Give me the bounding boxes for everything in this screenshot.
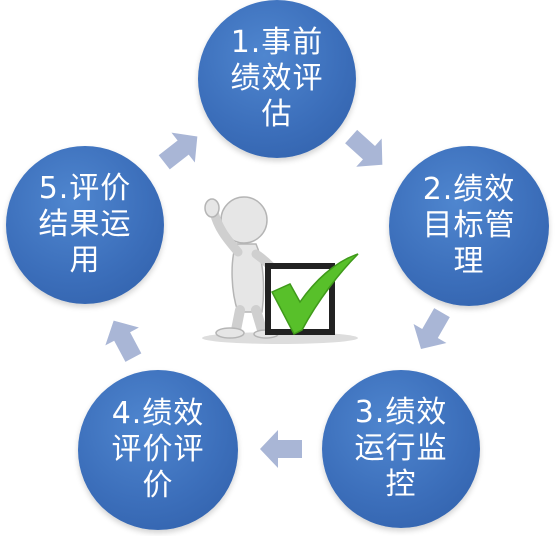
arrow-step4-to-step5 xyxy=(105,320,142,362)
step-3-circle: 3.绩效运行监控 xyxy=(322,370,480,528)
step-1-circle: 1.事前绩效评估 xyxy=(198,0,356,158)
checkmark-icon xyxy=(270,253,359,335)
step-4-circle: 4.绩效评价评价 xyxy=(78,370,238,530)
figure-with-checkbox-illustration xyxy=(202,196,359,344)
step-1-label: 1.事前绩效评估 xyxy=(230,25,324,132)
step-3-label: 3.绩效运行监控 xyxy=(354,395,448,502)
arrow-step1-to-step2 xyxy=(345,129,383,167)
step-4-label: 4.绩效评价评价 xyxy=(111,396,205,503)
arrow-step5-to-step1 xyxy=(158,132,198,170)
step-2-label: 2.绩效目标管理 xyxy=(422,172,516,279)
step-5-circle: 5.评价结果运用 xyxy=(6,146,164,304)
step-2-circle: 2.绩效目标管理 xyxy=(389,146,549,306)
arrow-step3-to-step4 xyxy=(260,430,302,468)
step-5-label: 5.评价结果运用 xyxy=(38,171,132,278)
arrow-step2-to-step3 xyxy=(413,308,450,350)
